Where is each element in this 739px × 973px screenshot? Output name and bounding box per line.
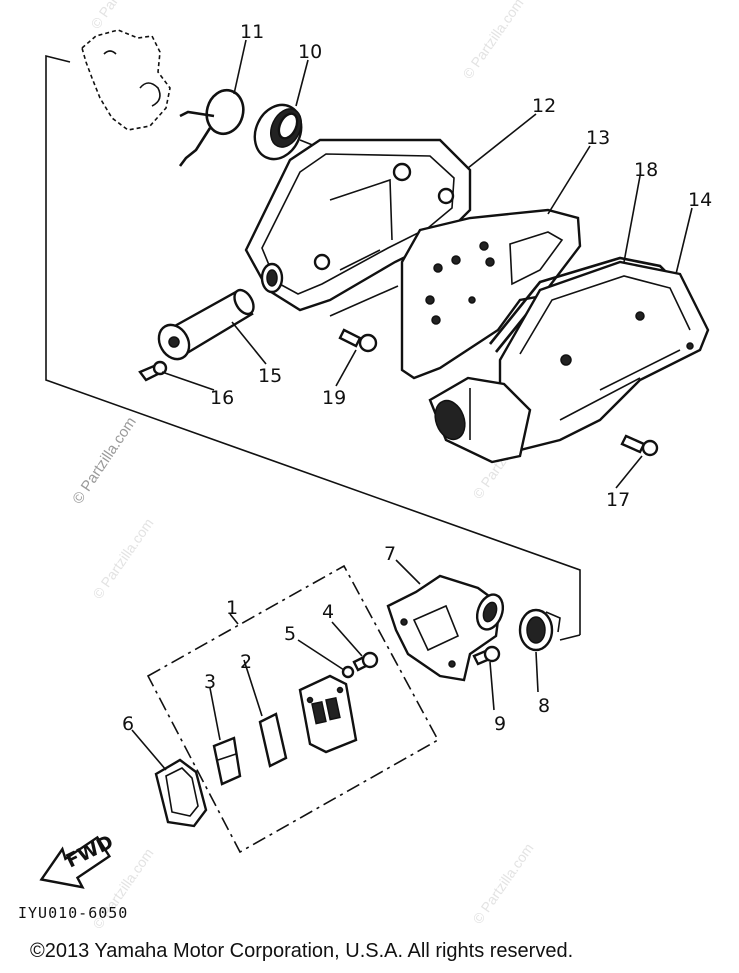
- bolt-9: [472, 645, 501, 666]
- callout-11: 11: [240, 21, 264, 43]
- reed-2: [258, 712, 288, 768]
- callout-17: 17: [606, 489, 630, 511]
- watermark-faint-5: © Partzilla.com: [469, 840, 536, 926]
- silencer-cover-14: [428, 260, 710, 464]
- callout-18: 18: [634, 159, 658, 181]
- copyright-notice: ©2013 Yamaha Motor Corporation, U.S.A. A…: [30, 940, 574, 962]
- screw-17: [620, 434, 659, 457]
- callout-19: 19: [322, 387, 346, 409]
- callout-15: 15: [258, 365, 282, 387]
- seal-10: [253, 103, 303, 161]
- silencer-housing-12: [244, 138, 472, 312]
- watermark-faint-6: © Partzilla.com: [89, 515, 156, 601]
- leader-lines: [131, 39, 693, 771]
- callout-5: 5: [284, 623, 296, 645]
- reed-valve-body: [298, 674, 358, 754]
- screw-16: [138, 360, 168, 382]
- callout-3: 3: [204, 671, 216, 693]
- callout-1: 1: [226, 597, 238, 619]
- callout-9: 9: [494, 713, 506, 735]
- diagram-code: IYU010-6050: [18, 904, 128, 922]
- callout-14: 14: [688, 189, 712, 211]
- callout-2: 2: [240, 651, 252, 673]
- o-ring-11: [178, 88, 245, 167]
- washer-5: [341, 665, 355, 679]
- intake-manifold-7: [386, 574, 505, 682]
- callout-8: 8: [538, 695, 550, 717]
- callout-16: 16: [210, 387, 234, 409]
- hose-clamp-8: [518, 608, 561, 652]
- engine-outline: [81, 29, 171, 131]
- screw-19: [338, 328, 378, 353]
- callout-12: 12: [532, 95, 556, 117]
- watermark-faint-2: © Partzilla.com: [87, 0, 154, 32]
- intake-tube-15: [157, 288, 255, 361]
- bolt-4: [352, 651, 379, 672]
- gasket-6: [154, 758, 208, 828]
- fwd-direction-arrow: FWD: [39, 831, 117, 889]
- watermark-faint-1: © Partzilla.com: [459, 0, 526, 82]
- callout-6: 6: [122, 713, 134, 735]
- watermark-main: © Partzilla.com: [69, 414, 140, 507]
- callout-13: 13: [586, 127, 610, 149]
- callout-labels: 1 2 3 4 5 6 7 8 9 10 11 12 13 14 15 16 1…: [122, 21, 712, 735]
- callout-7: 7: [384, 543, 396, 565]
- stopper-3: [212, 736, 242, 786]
- callout-10: 10: [298, 41, 322, 63]
- callout-4: 4: [322, 601, 334, 623]
